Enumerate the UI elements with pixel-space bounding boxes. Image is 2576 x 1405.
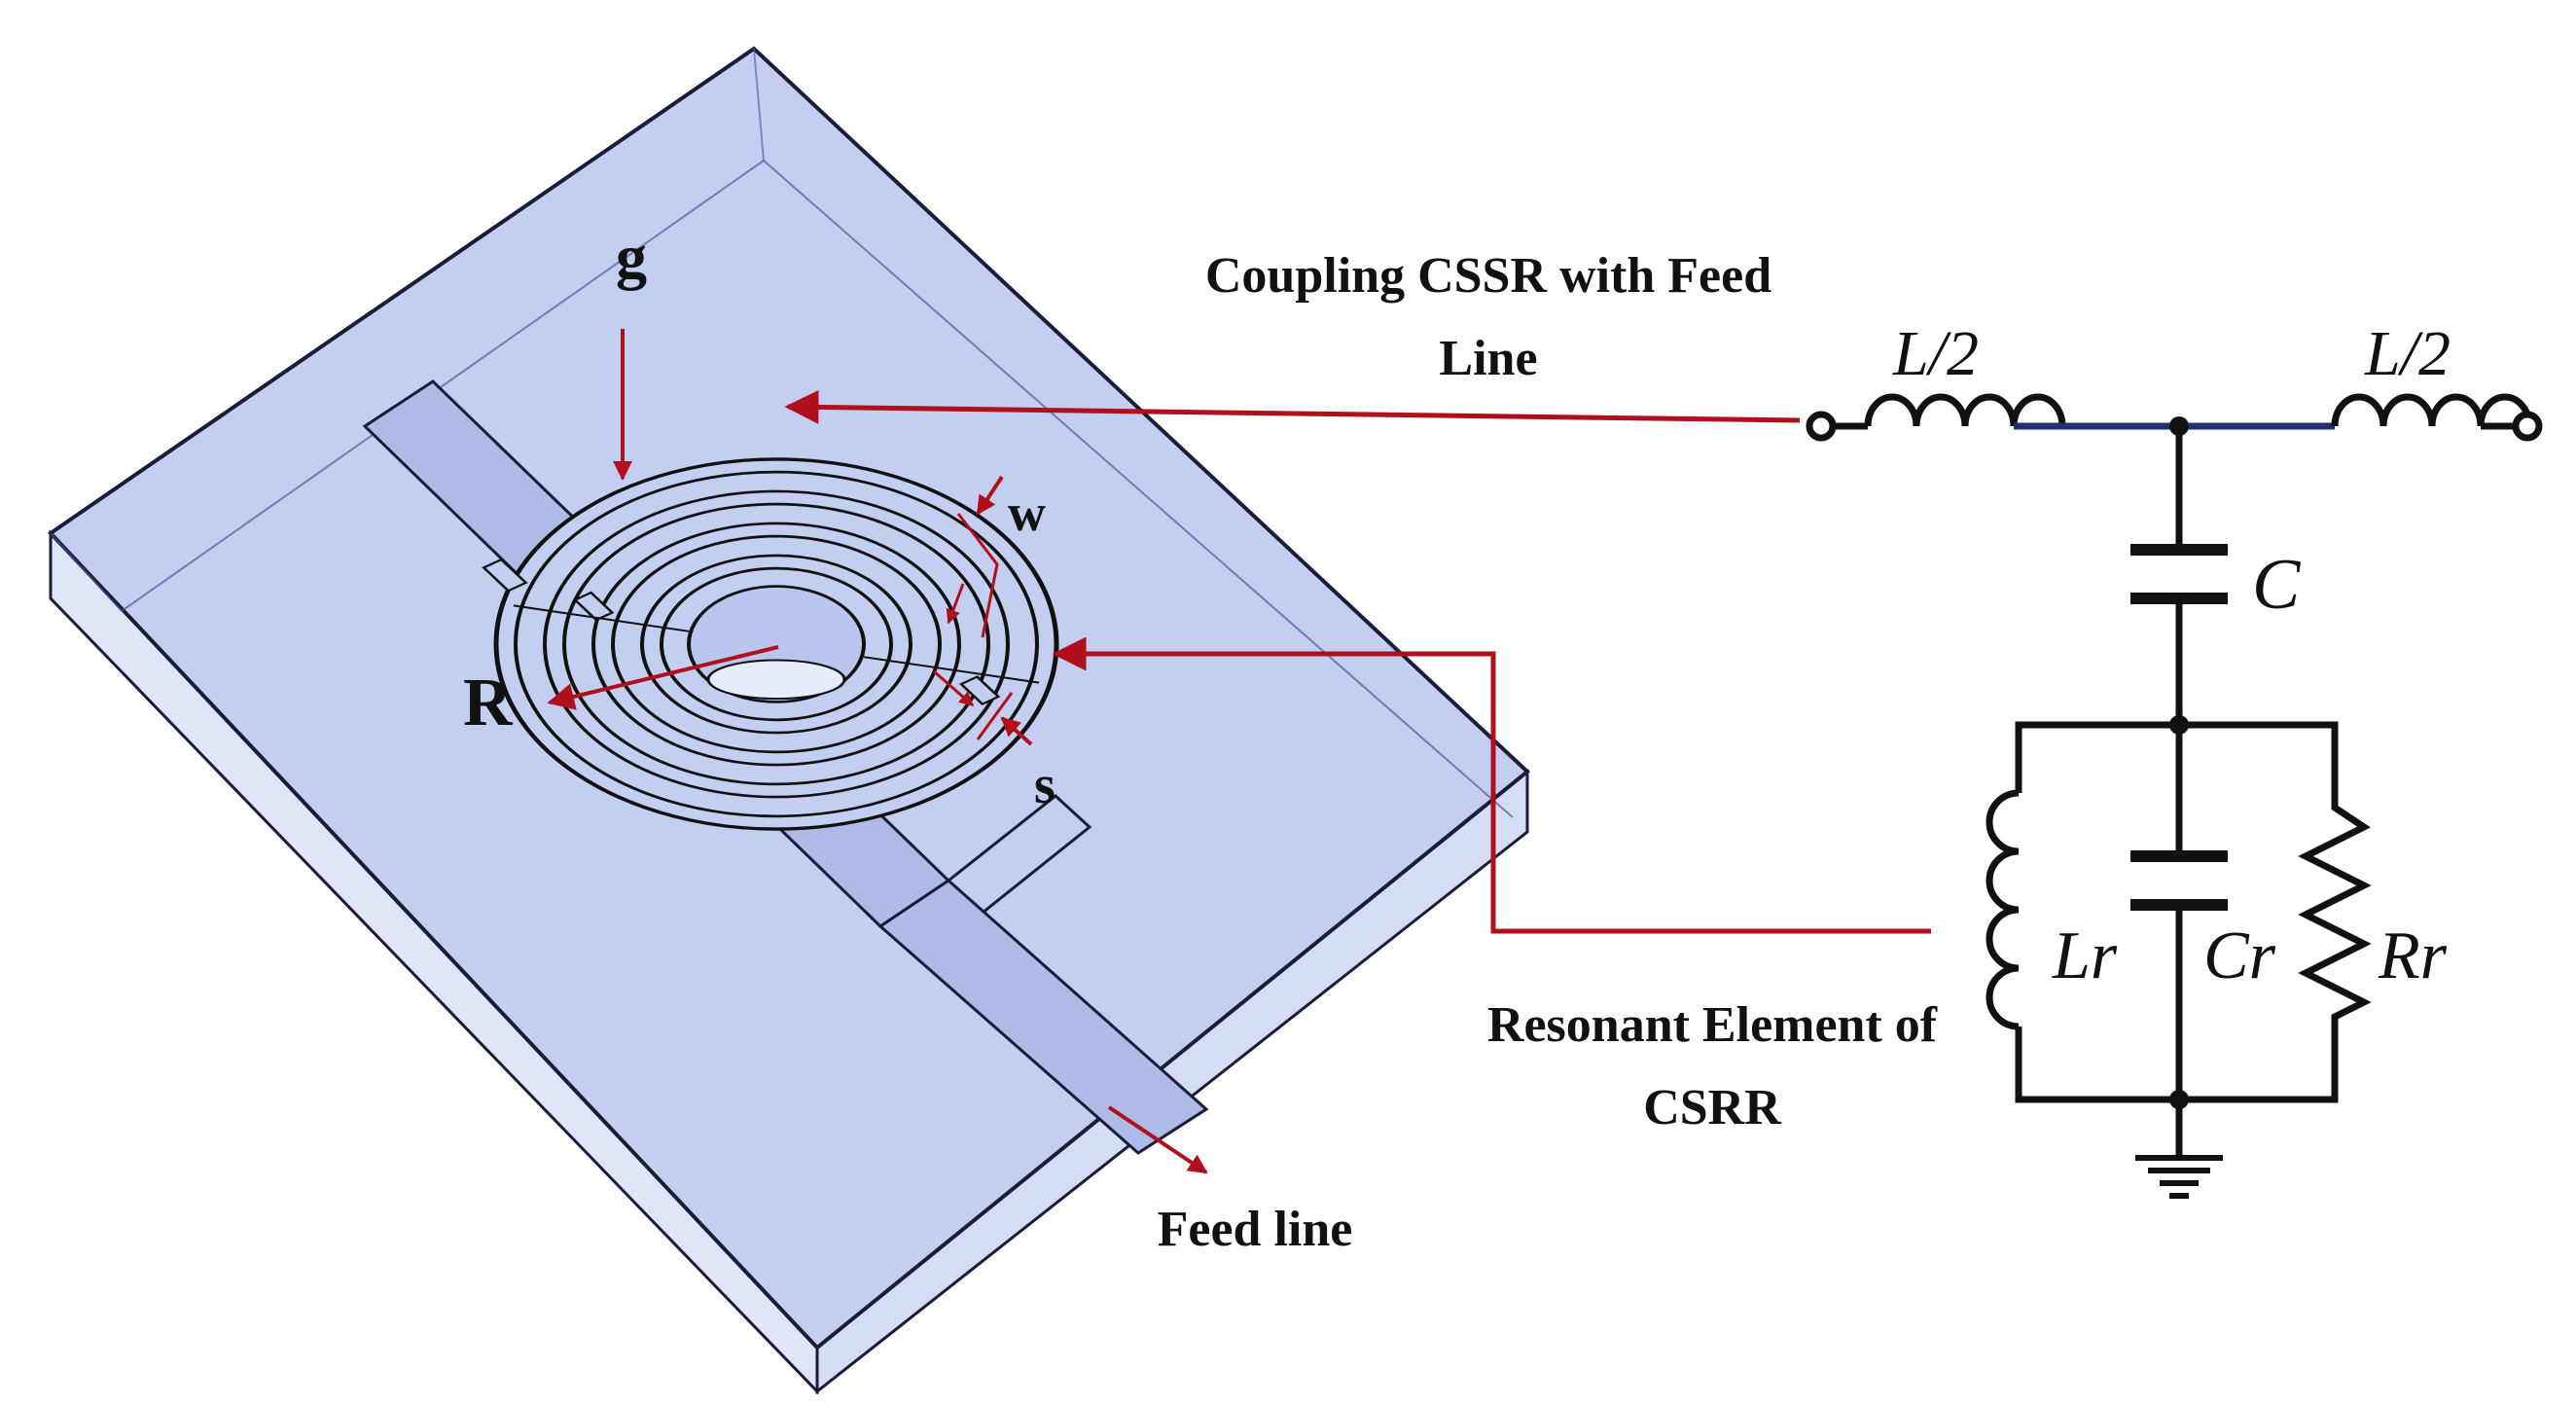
coupling-label-line1: Coupling CSSR with Feed: [1205, 248, 1771, 304]
inductor-lr: [1986, 789, 2020, 1030]
resonant-label-line2: CSRR: [1643, 1080, 1782, 1135]
label-r: R: [463, 666, 514, 740]
ground-icon: [2135, 1155, 2223, 1199]
terminal-right: [2512, 411, 2543, 442]
inductor-left: [1864, 393, 2066, 427]
label-lr: Lr: [2052, 919, 2118, 993]
label-g: g: [616, 222, 647, 291]
label-s: s: [1034, 755, 1055, 815]
resonant-label-line1: Resonant Element of: [1487, 997, 1938, 1053]
coupling-label-line2: Line: [1439, 331, 1537, 386]
csrr-rings: [482, 457, 1059, 831]
terminal-left: [1806, 411, 1837, 442]
label-w: w: [1008, 484, 1046, 542]
callout-lines: [784, 389, 1931, 934]
label-c: C: [2252, 545, 2302, 625]
feed-line-label: Feed line: [1158, 1202, 1353, 1257]
equivalent-circuit: [1806, 393, 2543, 1199]
label-cr: Cr: [2203, 919, 2276, 993]
label-l2-left: L/2: [1892, 318, 1979, 389]
label-rr: Rr: [2378, 919, 2448, 993]
resistor-rr: [2298, 793, 2372, 1027]
dimension-markers: [547, 329, 1208, 1174]
label-l2-right: L/2: [2364, 318, 2451, 389]
inductor-right: [2331, 393, 2533, 427]
